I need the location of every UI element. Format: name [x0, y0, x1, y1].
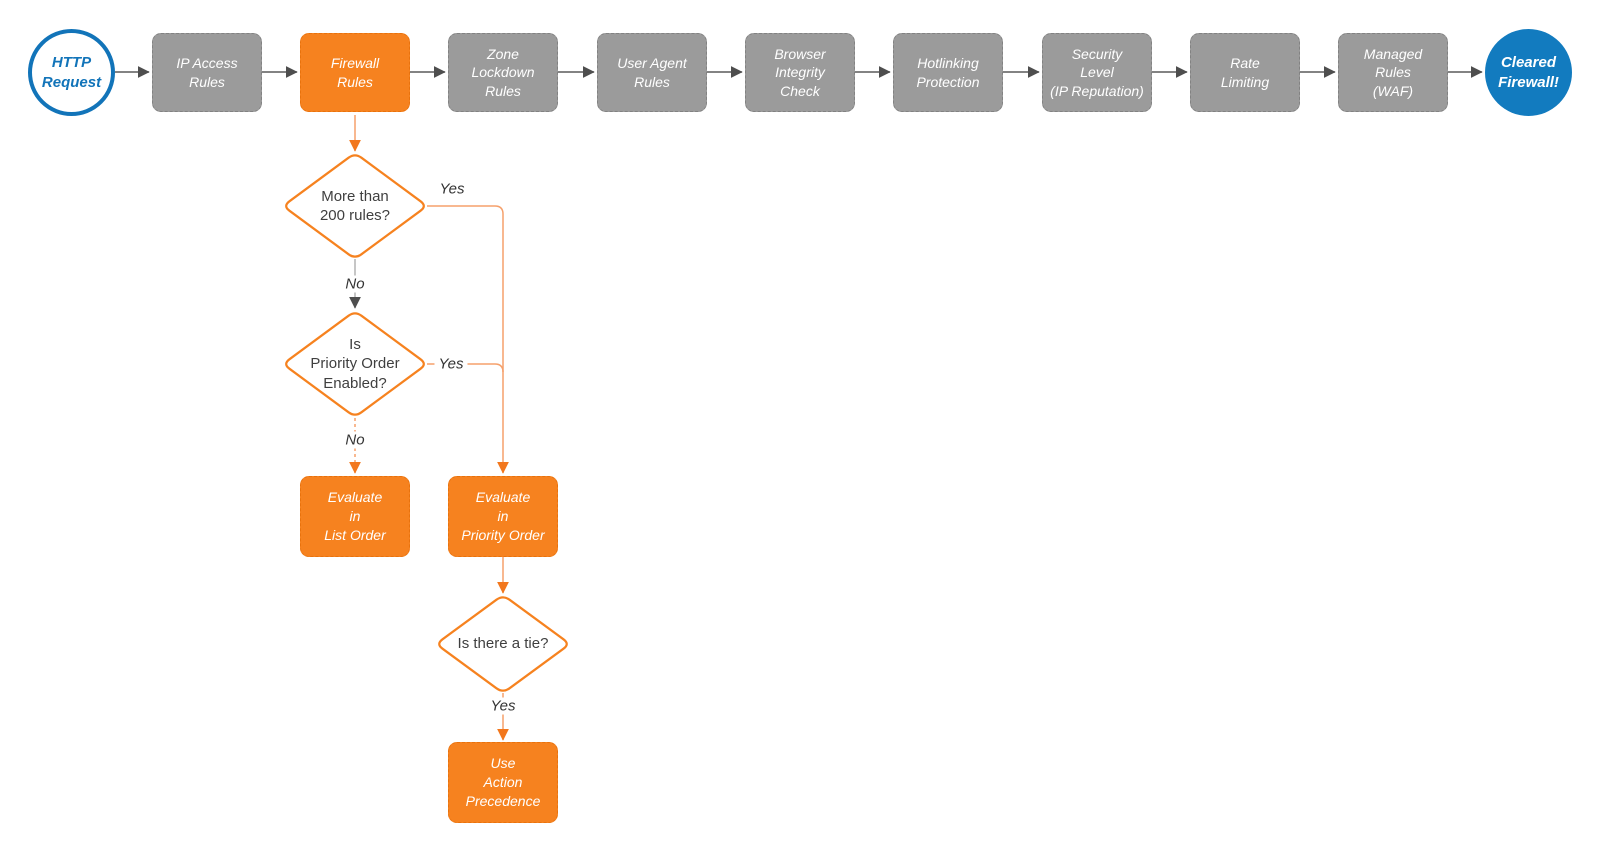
- stage-firewall-rules: Firewall Rules: [300, 33, 410, 112]
- stage-zone-lockdown-rules: Zone Lockdown Rules: [448, 33, 558, 112]
- stage-ip-access-rules: IP Access Rules: [152, 33, 262, 112]
- end-node-cleared-firewall: Cleared Firewall!: [1485, 29, 1572, 116]
- stage-user-agent-rules: User Agent Rules: [597, 33, 707, 112]
- start-node-http-request: HTTP Request: [28, 29, 115, 116]
- decision-is-there-a-tie-label: Is there a tie?: [457, 635, 549, 653]
- stage-managed-rules-waf: Managed Rules (WAF): [1338, 33, 1448, 112]
- edge-label-yes-3: Yes: [486, 697, 520, 715]
- edge-label-yes-2: Yes: [434, 355, 468, 373]
- stage-hotlinking-protection: Hotlinking Protection: [893, 33, 1003, 112]
- edge-label-no-1: No: [341, 275, 369, 293]
- edge-yes2-join: [427, 363, 504, 373]
- decision-more-than-200-rules-label: More than 200 rules?: [319, 187, 391, 225]
- decision-priority-order-enabled-label: Is Priority Order Enabled?: [310, 335, 400, 392]
- decision-priority-order-enabled-shape: [285, 312, 425, 416]
- action-use-action-precedence: Use Action Precedence: [448, 742, 558, 823]
- stage-security-level-ip-reputation: Security Level (IP Reputation): [1042, 33, 1152, 112]
- action-evaluate-in-list-order: Evaluate in List Order: [300, 476, 410, 557]
- edge-label-no-2: No: [341, 431, 369, 449]
- decision-more-than-200-rules-shape: [285, 154, 425, 258]
- edge-label-yes-1: Yes: [439, 180, 465, 198]
- action-evaluate-in-priority-order: Evaluate in Priority Order: [448, 476, 558, 557]
- stage-browser-integrity-check: Browser Integrity Check: [745, 33, 855, 112]
- edge-yes1-to-priority: [427, 205, 509, 474]
- decision-is-there-a-tie-shape: [438, 596, 568, 692]
- stage-rate-limiting: Rate Limiting: [1190, 33, 1300, 112]
